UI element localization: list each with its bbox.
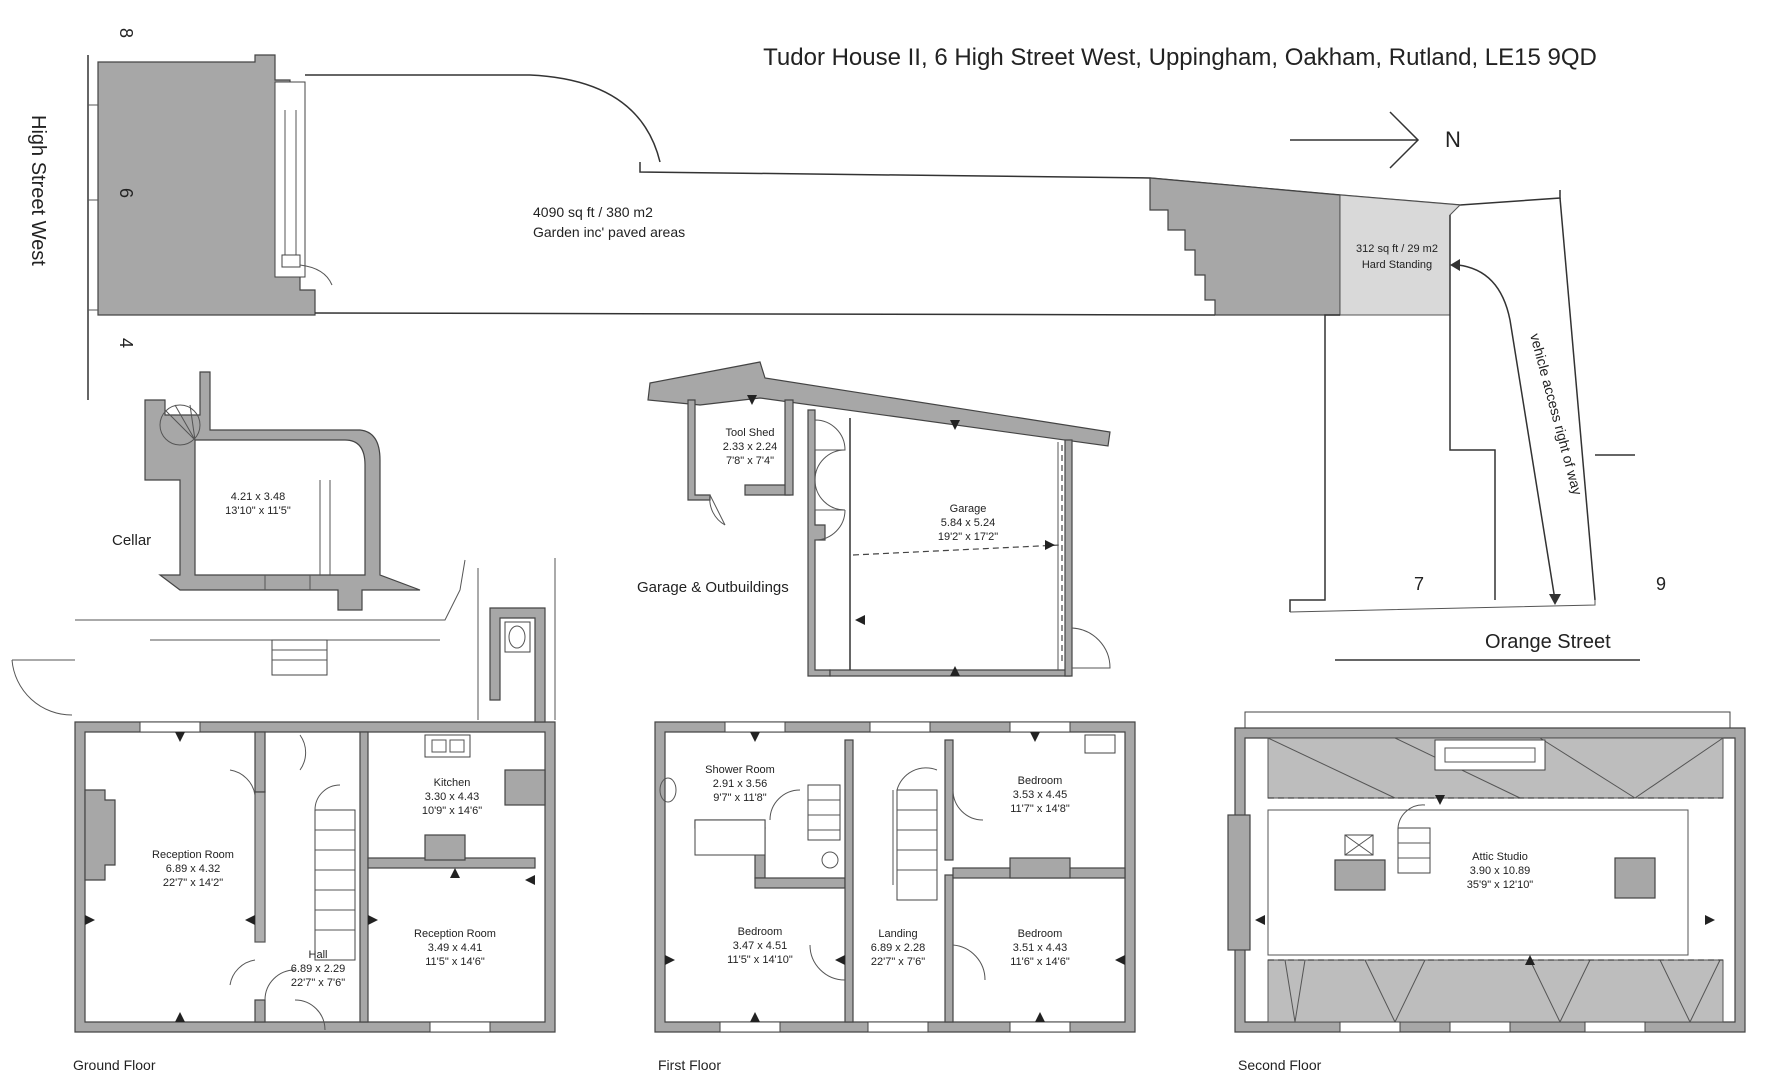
gf-room-3-name: Hall (309, 949, 328, 961)
cellar-plan (144, 371, 421, 611)
cellar-dim-ft: 13'10" x 11'5" (225, 505, 291, 517)
second-floor-plan (1227, 711, 1746, 1033)
ff-room-4-dim-m: 3.51 x 4.43 (1013, 942, 1067, 954)
house-number-6: 6 (116, 188, 136, 198)
garage-block (1149, 177, 1341, 316)
ground-floor-label: Ground Floor (73, 1057, 156, 1073)
garden-area-text: 4090 sq ft / 380 m2 (533, 204, 653, 220)
north-arrow-head (1389, 111, 1420, 169)
house-number-4: 4 (116, 338, 136, 348)
ff-room-4-dim-ft: 11'6" x 14'6" (1010, 956, 1070, 968)
gf-room-1-name: Kitchen (434, 777, 471, 789)
gf-room-1-dim-ft: 10'9" x 14'6" (422, 805, 482, 817)
garage-name: Garage (950, 503, 987, 515)
outbuilding-roof-wall (647, 361, 1111, 447)
ff-room-0-dim-ft: 9'7" x 11'8" (713, 792, 766, 804)
second-floor-label: Second Floor (1238, 1057, 1322, 1073)
first-floor-plan (654, 721, 1136, 1033)
garage-dim-m: 5.84 x 5.24 (941, 517, 995, 529)
garden-bottom-boundary (314, 312, 1216, 316)
garden-label-text: Garden inc' paved areas (533, 224, 685, 240)
gf-room-2-dim-m: 3.49 x 4.41 (428, 942, 482, 954)
gf-room-0-dim-m: 6.89 x 4.32 (166, 863, 220, 875)
garden-curve (529, 74, 661, 163)
gf-room-2-name: Reception Room (414, 928, 496, 940)
gf-room-0-name: Reception Room (152, 849, 234, 861)
hard-standing-area-text: 312 sq ft / 29 m2 (1356, 243, 1438, 255)
garage-dim-ft: 19'2" x 17'2" (938, 531, 998, 543)
first-floor-outer-walls (654, 721, 1136, 1033)
house-number-8: 8 (116, 28, 136, 38)
gf-room-3-dim-ft: 22'7" x 7'6" (291, 977, 345, 989)
outbuildings-label: Garage & Outbuildings (637, 579, 789, 596)
ff-room-1-name: Bedroom (1018, 775, 1063, 787)
sf-room-0-dim-m: 3.90 x 10.89 (1470, 865, 1531, 877)
cellar-label: Cellar (112, 532, 151, 549)
gf-room-0-dim-ft: 22'7" x 14'2" (163, 877, 223, 889)
ff-room-2-name: Bedroom (738, 926, 783, 938)
ground-floor-outer-walls (74, 721, 556, 1033)
access-left-boundary (1449, 215, 1496, 600)
ff-room-2-dim-m: 3.47 x 4.51 (733, 940, 787, 952)
ff-room-1-dim-ft: 11'7" x 14'8" (1010, 803, 1070, 815)
hard-standing-label-text: Hard Standing (1362, 259, 1432, 271)
outbuildings-plan (647, 361, 1111, 677)
house-number-7: 7 (1414, 574, 1424, 594)
ff-room-0-dim-m: 2.91 x 3.56 (713, 778, 767, 790)
tool-shed-dim-m: 2.33 x 2.24 (723, 441, 777, 453)
north-label: N (1445, 127, 1461, 152)
ground-floor-stairs (314, 809, 356, 961)
ff-room-1-dim-m: 3.53 x 4.45 (1013, 789, 1067, 801)
garage-dashed-line (852, 544, 1061, 556)
sf-room-0-dim-ft: 35'9" x 12'10" (1467, 879, 1534, 891)
ff-room-3-dim-ft: 22'7" x 7'6" (871, 956, 925, 968)
vehicle-access-path (1457, 264, 1556, 601)
gf-room-1-dim-m: 3.30 x 4.43 (425, 791, 479, 803)
house-6-rear-bay (274, 81, 306, 278)
gf-room-2-dim-ft: 11'5" x 14'6" (425, 956, 485, 968)
site-plan (87, 54, 1640, 661)
house-number-9: 9 (1656, 574, 1666, 594)
ff-room-3-name: Landing (878, 928, 917, 940)
high-street-west-label: High Street West (27, 115, 49, 266)
ff-room-2-dim-ft: 11'5" x 14'10" (727, 954, 793, 966)
ff-room-4-name: Bedroom (1018, 928, 1063, 940)
ff-room-0-name: Shower Room (705, 764, 775, 776)
orange-street-label: Orange Street (1485, 631, 1611, 653)
vehicle-access-label: vehicle access right of way (1527, 332, 1586, 497)
ff-room-3-dim-m: 6.89 x 2.28 (871, 942, 925, 954)
garden-top-boundary (639, 162, 1561, 206)
tool-shed-name: Tool Shed (726, 427, 775, 439)
access-right-boundary (1559, 197, 1596, 601)
ground-floor-plan (11, 558, 556, 1033)
gf-room-3-dim-m: 6.89 x 2.29 (291, 963, 345, 975)
address-title: Tudor House II, 6 High Street West, Uppi… (763, 44, 1597, 71)
tool-shed-dim-ft: 7'8" x 7'4" (726, 455, 774, 467)
first-floor-label: First Floor (658, 1057, 721, 1073)
eaves-top (1244, 711, 1731, 729)
cellar-walls (144, 371, 421, 611)
cellar-dim-m: 4.21 x 3.48 (231, 491, 285, 503)
hard-standing-area (1339, 194, 1462, 316)
sf-room-0-name: Attic Studio (1472, 851, 1528, 863)
